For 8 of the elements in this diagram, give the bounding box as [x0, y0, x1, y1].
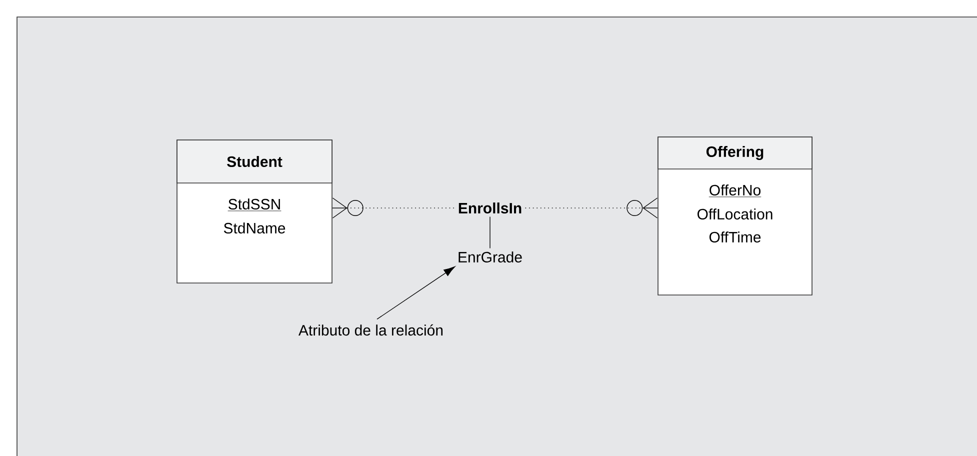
relationship-line [332, 198, 456, 218]
attribute-name: EnrGrade [458, 252, 522, 262]
relationship-line [524, 198, 658, 218]
leader-arrow [376, 266, 456, 320]
entity-box: Student StdSSN StdName [176, 140, 332, 284]
entity-box: Offering OfferNo OffLocation OffTime [658, 136, 812, 296]
relationship-name: EnrollsIn [458, 202, 522, 214]
annotation-text: Atributo de la relación [298, 324, 443, 336]
